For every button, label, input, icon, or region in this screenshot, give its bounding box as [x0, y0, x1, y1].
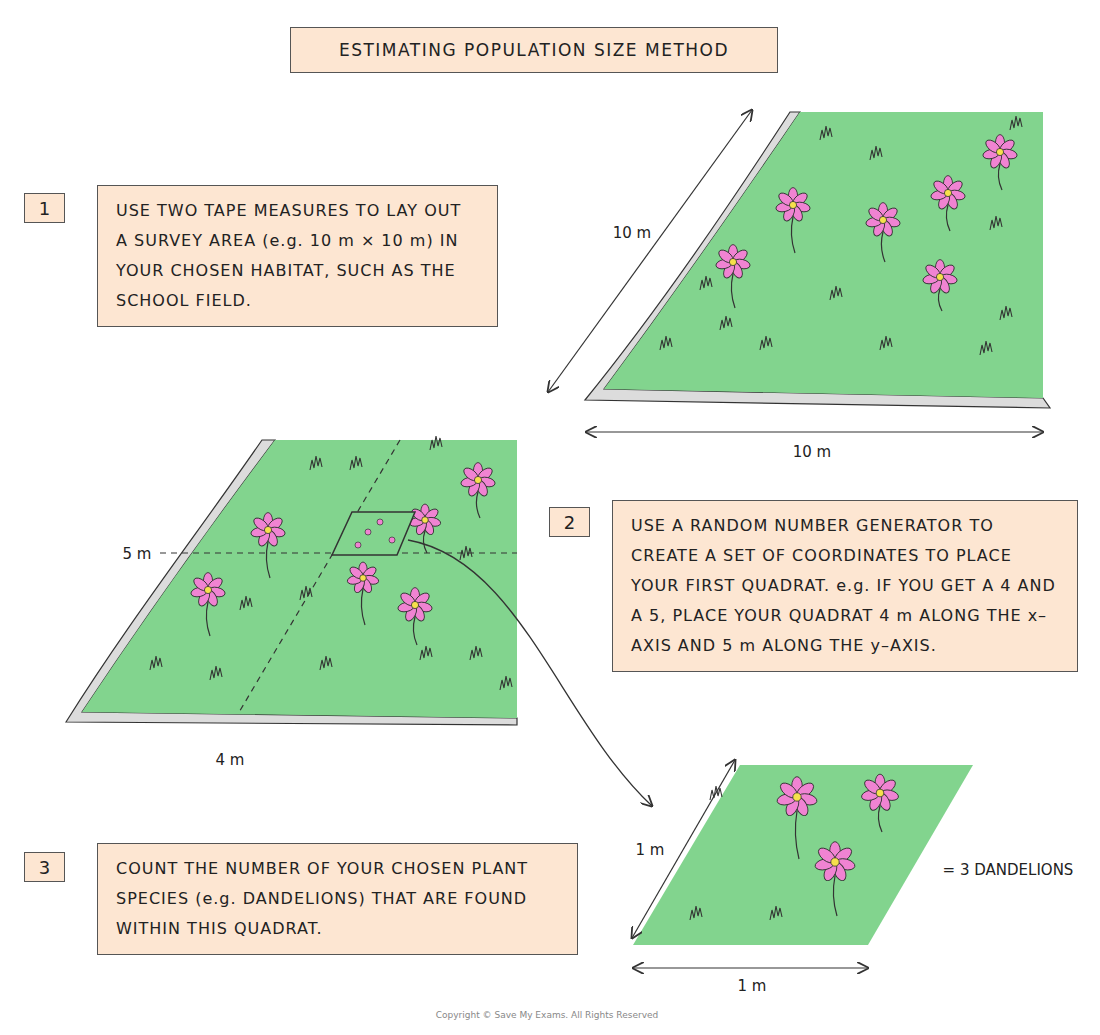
grass — [710, 786, 722, 800]
callout-number: 1 — [39, 198, 50, 219]
step-number: 3 — [24, 852, 65, 882]
title: ESTIMATING POPULATION SIZE METHOD — [290, 27, 778, 73]
step-text: COUNT THE NUMBER OF YOUR CHOSEN PLANT SP… — [116, 854, 559, 944]
dandelion — [775, 188, 811, 253]
step-text: USE A RANDOM NUMBER GENERATOR TO CREATE … — [631, 511, 1059, 661]
dandelion — [776, 777, 818, 859]
grass — [870, 146, 882, 160]
dandelion — [250, 513, 286, 578]
dimension-arrow — [548, 110, 752, 392]
dandelion — [982, 135, 1018, 190]
grass — [760, 336, 772, 350]
grass — [820, 126, 832, 140]
grass — [470, 646, 482, 660]
dandelion — [377, 519, 383, 525]
dandelion — [814, 842, 856, 916]
dimension-arrow — [633, 967, 868, 968]
dandelion — [397, 588, 433, 645]
dimension-arrow — [586, 431, 1043, 432]
grass — [240, 596, 252, 610]
dandelion — [190, 573, 226, 636]
dimension-label: 5 m — [123, 545, 152, 563]
grass — [350, 456, 362, 470]
dimension-label: 1 m — [636, 841, 665, 859]
dimension-label: 1 m — [738, 977, 767, 995]
grass — [500, 676, 512, 690]
count-label: = 3 DANDELIONS — [943, 861, 1074, 879]
step-box: USE A RANDOM NUMBER GENERATOR TO CREATE … — [612, 500, 1078, 672]
grass — [460, 546, 472, 560]
grass — [210, 666, 222, 680]
dandelion — [389, 537, 395, 543]
grass — [990, 216, 1002, 230]
grass — [420, 646, 432, 660]
grass — [700, 276, 712, 290]
dandelion — [930, 176, 966, 231]
grass — [830, 286, 842, 300]
grass — [150, 656, 162, 670]
field — [604, 112, 1043, 398]
coordinate-line — [238, 440, 400, 714]
dandelion — [355, 542, 361, 548]
quadrat — [633, 765, 973, 945]
dandelion — [715, 245, 751, 308]
dimension-label: 10 m — [793, 443, 831, 461]
grass — [690, 906, 702, 920]
step-box: COUNT THE NUMBER OF YOUR CHOSEN PLANT SP… — [97, 843, 578, 955]
step-box: USE TWO TAPE MEASURES TO LAY OUT A SURVE… — [97, 185, 498, 327]
dandelion — [460, 463, 496, 518]
grass — [880, 336, 892, 350]
dimension-arrow — [632, 760, 735, 938]
quadrat-frame — [332, 512, 415, 555]
callout-number: 2 — [564, 512, 575, 533]
grass — [1000, 306, 1012, 320]
dimension-label: 4 m — [216, 751, 245, 769]
grass — [430, 436, 442, 450]
callout-number: 3 — [39, 857, 50, 878]
dimension-label: 10 m — [613, 224, 651, 242]
step-number: 1 — [24, 193, 65, 223]
dandelion — [865, 203, 901, 262]
watermark: Copyright © Save My Exams. All Rights Re… — [436, 1010, 658, 1020]
grass — [980, 341, 992, 355]
grass — [720, 316, 732, 330]
field — [82, 440, 517, 718]
step-text: USE TWO TAPE MEASURES TO LAY OUT A SURVE… — [116, 196, 479, 316]
grass — [1010, 116, 1022, 130]
dandelion — [365, 529, 371, 535]
grass — [310, 456, 322, 470]
grass — [320, 656, 332, 670]
field-edge — [585, 112, 1050, 408]
grass — [300, 586, 312, 600]
dandelion — [861, 774, 900, 832]
field-edge — [66, 440, 517, 725]
grass — [770, 906, 782, 920]
dandelion — [922, 260, 958, 311]
step-number: 2 — [549, 507, 590, 537]
dandelion — [347, 562, 380, 625]
grass — [660, 336, 672, 350]
